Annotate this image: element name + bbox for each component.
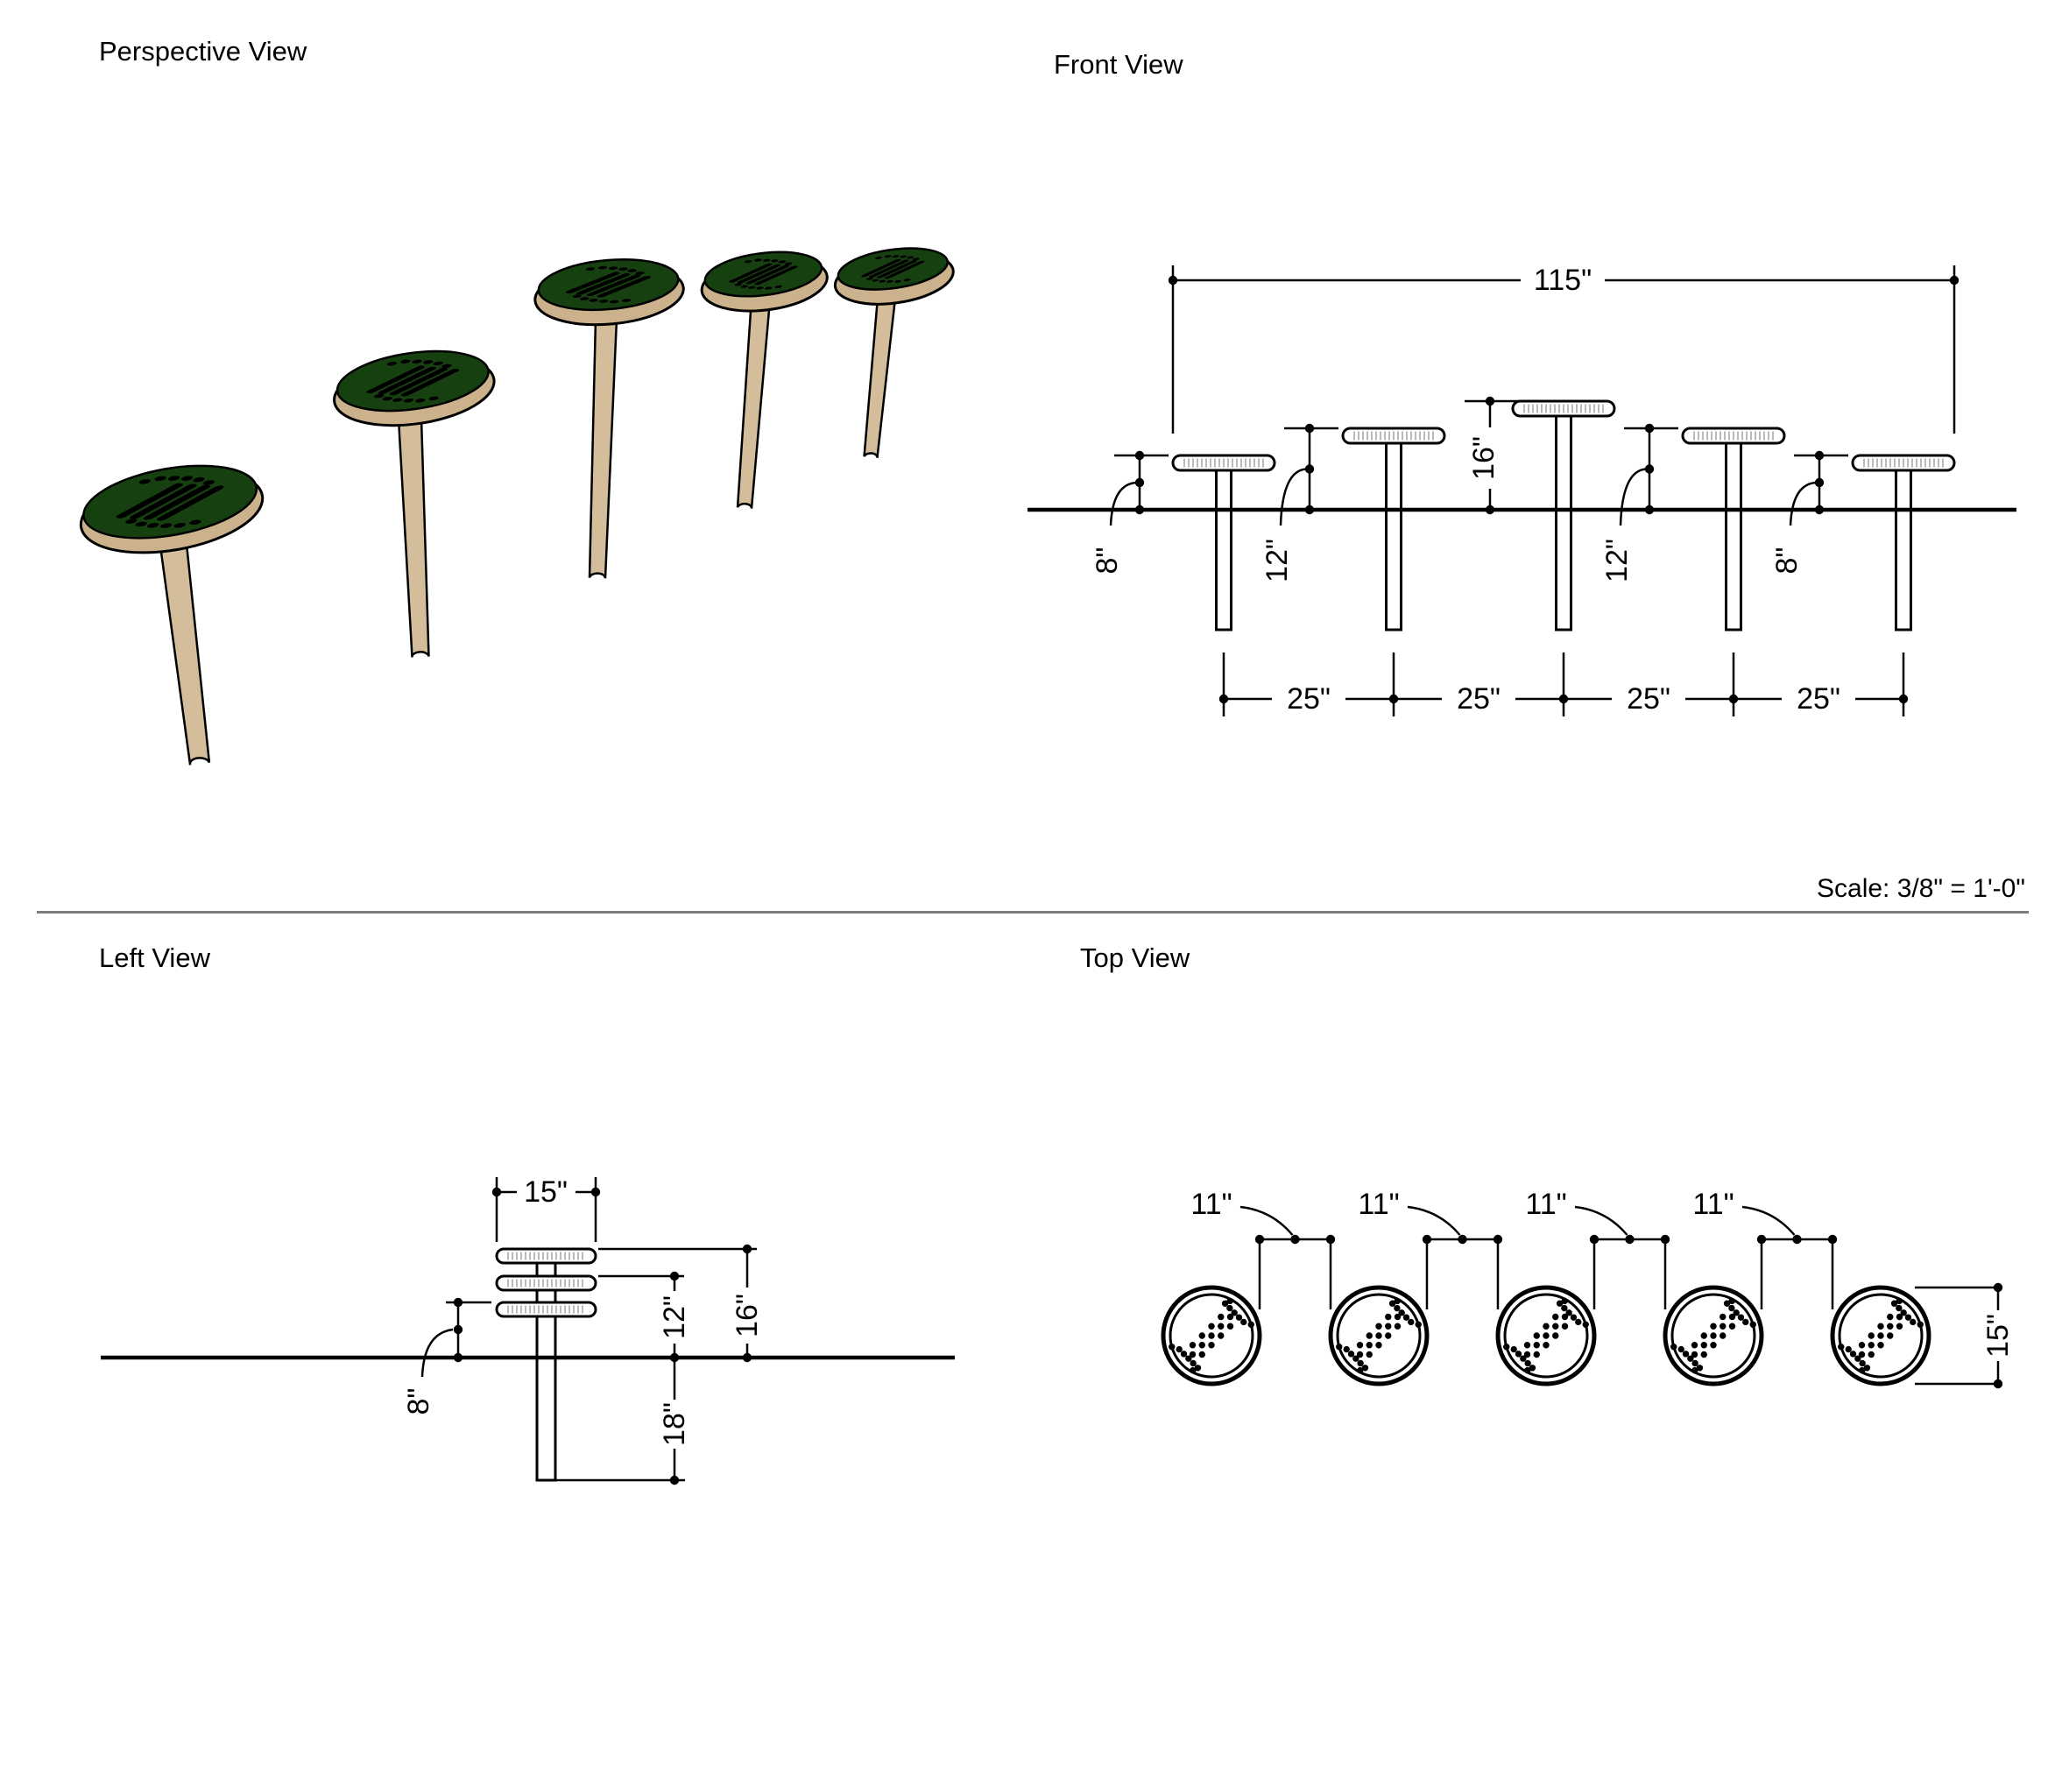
- perspective-view-title: Perspective View: [99, 36, 307, 67]
- perspective-view-drawing: [79, 247, 955, 765]
- pod-stem-front: [1725, 439, 1742, 631]
- pod-top-circle: [1663, 1285, 1764, 1386]
- pod-stem-front: [1385, 439, 1402, 631]
- pod-top-circle: [1830, 1285, 1931, 1386]
- pod-cap-left: [495, 1274, 597, 1292]
- pod-cap-front: [1341, 427, 1446, 445]
- stepper-pod: [79, 464, 265, 765]
- scale-note: Scale: 3/8" = 1'-0": [1817, 874, 2025, 903]
- top-view-title: Top View: [1080, 942, 1190, 973]
- left-view-title: Left View: [99, 942, 210, 973]
- stepper-pod: [700, 250, 829, 509]
- pod-cap-top: [837, 247, 950, 291]
- front-height-label: 12": [1600, 539, 1634, 582]
- pod-cap-front: [1851, 454, 1956, 472]
- top-view-drawing: 11" 11" 11" 11" 15": [1161, 1188, 2015, 1389]
- front-height-label: 16": [1467, 436, 1501, 480]
- left-depth18-label: 18": [658, 1402, 691, 1446]
- pod-stem: [397, 417, 430, 658]
- top-gap-label: 11": [1525, 1188, 1566, 1221]
- pod-cap-front: [1681, 427, 1786, 445]
- pod-cap-left: [495, 1247, 597, 1265]
- left-height12-label: 12": [658, 1295, 691, 1339]
- left-height16-label: 16": [731, 1294, 764, 1337]
- left-height8-label: 8": [402, 1388, 435, 1415]
- pod-stem: [159, 541, 211, 765]
- pod-stem-front: [1555, 412, 1572, 631]
- pod-cap-front: [1171, 454, 1276, 472]
- top-diameter-label: 15": [1981, 1314, 2015, 1358]
- pod-stem-front: [1215, 466, 1232, 631]
- pod-cap-left: [495, 1301, 597, 1318]
- pod-stem: [863, 295, 897, 459]
- front-spacing-label: 25": [1627, 682, 1670, 716]
- pod-top-circle: [1495, 1285, 1597, 1386]
- left-cap-width-label: 15": [524, 1175, 568, 1209]
- front-spacing-label: 25": [1797, 682, 1840, 716]
- pod-top-circle: [1328, 1285, 1430, 1386]
- front-view-title: Front View: [1054, 49, 1183, 80]
- front-overall-width-label: 115": [1534, 264, 1592, 297]
- front-spacing-label: 25": [1457, 682, 1501, 716]
- top-gap-label: 11": [1190, 1188, 1232, 1221]
- front-spacing-label: 25": [1287, 682, 1331, 716]
- pod-top-circle: [1161, 1285, 1262, 1386]
- front-height-label: 8": [1091, 547, 1124, 575]
- stepper-pod: [833, 247, 955, 459]
- pod-cap-front: [1511, 399, 1616, 418]
- front-height-label: 12": [1261, 539, 1294, 582]
- top-gap-label: 11": [1358, 1188, 1399, 1221]
- top-gap-label: 11": [1692, 1188, 1734, 1221]
- pod-cap-top: [703, 250, 823, 298]
- stepper-pod: [333, 349, 496, 658]
- pod-stem: [736, 302, 771, 509]
- pod-cap-top: [82, 464, 258, 540]
- stepper-pod: [533, 258, 685, 579]
- front-height-label: 8": [1770, 547, 1804, 575]
- pod-stem: [588, 317, 618, 579]
- front-view-drawing: 115" 8" 12" 12" 8" 16" 25" 25" 25" 25": [1027, 264, 2016, 716]
- section-divider-line: [37, 911, 2029, 914]
- pod-stem-front: [1895, 466, 1912, 631]
- left-view-drawing: 15" 16" 12" 18" 8": [101, 1175, 955, 1485]
